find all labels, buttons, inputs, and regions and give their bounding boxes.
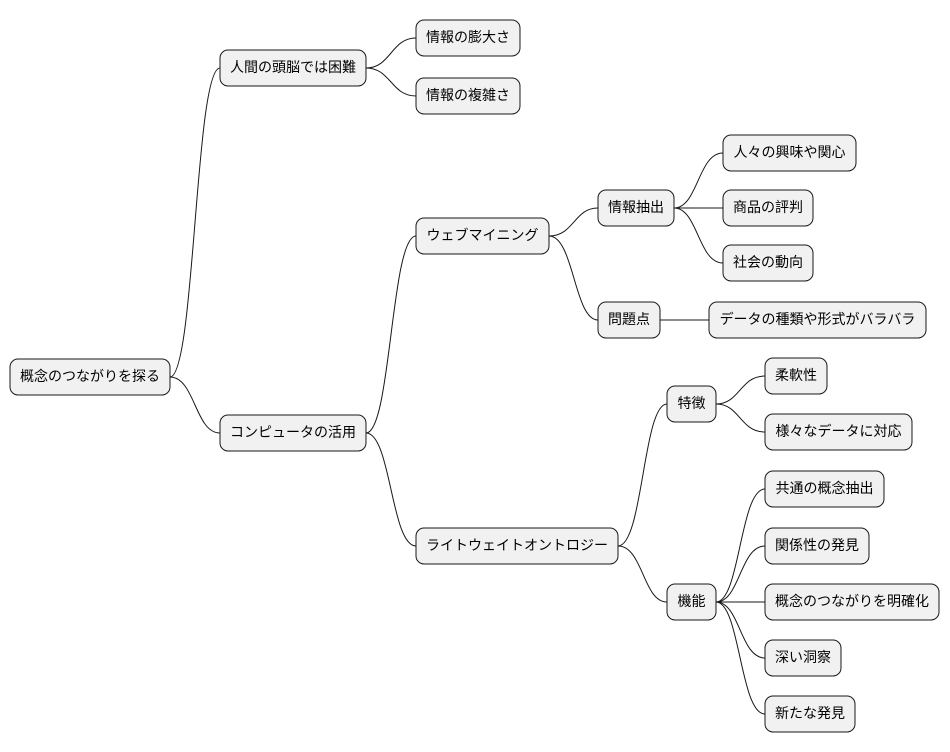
node-computer-use: コンピュータの活用 bbox=[219, 414, 367, 452]
edge-functions-discovery bbox=[715, 601, 766, 715]
node-data-disparity: データの種類や形式がバラバラ bbox=[708, 301, 927, 339]
node-interests-label: 人々の興味や関心 bbox=[734, 145, 846, 161]
node-flexibility: 柔軟性 bbox=[764, 357, 828, 395]
node-root: 概念のつながりを探る bbox=[9, 358, 171, 396]
edge-computer-webmining bbox=[365, 235, 417, 434]
node-info-extraction-label: 情報抽出 bbox=[608, 200, 664, 216]
node-difficult-label: 人間の頭脳では困難 bbox=[230, 60, 356, 76]
edge-webmining-extraction bbox=[548, 207, 599, 237]
node-problems-label: 問題点 bbox=[608, 312, 650, 328]
edge-functions-insight bbox=[715, 601, 766, 659]
node-functions-label: 機能 bbox=[678, 594, 706, 610]
node-info-complexity: 情報の複雑さ bbox=[415, 77, 521, 115]
node-clarify-links: 概念のつながりを明確化 bbox=[764, 583, 940, 621]
edge-webmining-problems bbox=[548, 235, 599, 321]
node-reviews-label: 商品の評判 bbox=[733, 200, 803, 216]
edge-ontology-functions bbox=[617, 545, 668, 603]
node-info-volume-label: 情報の膨大さ bbox=[426, 29, 510, 46]
edges bbox=[169, 37, 766, 715]
edge-difficult-volume bbox=[365, 37, 417, 69]
edge-computer-ontology bbox=[365, 432, 417, 547]
node-web-mining: ウェブマイニング bbox=[415, 217, 550, 255]
node-deep-insight-label: 深い洞察 bbox=[775, 649, 831, 666]
edge-functions-relation bbox=[715, 545, 766, 603]
edge-features-datasupport bbox=[715, 403, 766, 433]
node-deep-insight: 深い洞察 bbox=[764, 639, 842, 677]
node-relation-discovery: 関係性の発見 bbox=[764, 527, 870, 565]
node-info-complexity-label: 情報の複雑さ bbox=[426, 87, 510, 104]
node-root-label: 概念のつながりを探る bbox=[20, 368, 160, 385]
edge-extraction-social bbox=[673, 207, 724, 264]
edge-root-computer-use bbox=[169, 376, 221, 434]
node-features: 特徴 bbox=[666, 385, 717, 423]
edge-features-flexibility bbox=[715, 375, 766, 405]
edge-ontology-features bbox=[617, 403, 668, 547]
node-data-disparity-label: データの種類や形式がバラバラ bbox=[720, 311, 916, 328]
node-computer-use-label: コンピュータの活用 bbox=[230, 425, 356, 441]
node-social-trends: 社会の動向 bbox=[722, 244, 814, 282]
node-interests: 人々の興味や関心 bbox=[722, 134, 857, 172]
node-problems: 問題点 bbox=[597, 301, 661, 339]
node-new-discovery-label: 新たな発見 bbox=[775, 706, 845, 722]
node-lightweight-ontology: ライトウェイトオントロジー bbox=[415, 527, 619, 565]
node-flexibility-label: 柔軟性 bbox=[775, 368, 817, 384]
node-social-trends-label: 社会の動向 bbox=[733, 255, 803, 271]
node-reviews: 商品の評判 bbox=[722, 189, 814, 227]
node-clarify-links-label: 概念のつながりを明確化 bbox=[775, 593, 929, 610]
node-data-support: 様々なデータに対応 bbox=[764, 413, 913, 451]
node-common-concepts-label: 共通の概念抽出 bbox=[776, 480, 874, 497]
node-info-extraction: 情報抽出 bbox=[597, 189, 675, 227]
node-data-support-label: 様々なデータに対応 bbox=[776, 423, 902, 440]
node-web-mining-label: ウェブマイニング bbox=[427, 227, 539, 244]
node-new-discovery: 新たな発見 bbox=[764, 695, 856, 733]
edge-functions-common bbox=[715, 488, 766, 603]
node-difficult: 人間の頭脳では困難 bbox=[219, 49, 367, 87]
node-functions: 機能 bbox=[666, 583, 717, 621]
node-relation-discovery-label: 関係性の発見 bbox=[775, 538, 859, 554]
node-common-concepts: 共通の概念抽出 bbox=[764, 470, 885, 508]
node-lightweight-ontology-label: ライトウェイトオントロジー bbox=[426, 538, 608, 554]
edge-difficult-complexity bbox=[365, 67, 417, 97]
edge-extraction-interests bbox=[673, 152, 724, 209]
node-features-label: 特徴 bbox=[678, 396, 706, 412]
edge-root-difficult bbox=[169, 67, 221, 378]
node-info-volume: 情報の膨大さ bbox=[415, 19, 521, 57]
